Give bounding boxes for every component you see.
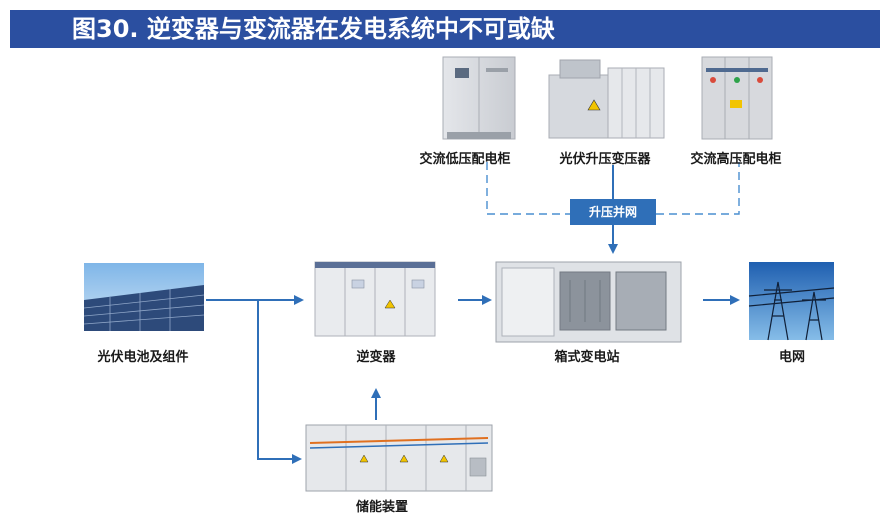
inverter-image [314,261,436,337]
box-substation-image [495,261,682,343]
page-title: 图30. 逆变器与变流器在发电系统中不可或缺 [72,15,555,43]
title-bar: 图30. 逆变器与变流器在发电系统中不可或缺 [10,10,880,48]
grid-label: 电网 [778,350,806,365]
box-substation-label: 箱式变电站 [554,350,620,365]
boost-grid-box: 升压并网 [570,199,656,225]
ac-low-voltage-cabinet-image [442,56,516,140]
energy-storage-label: 储能装置 [355,500,409,515]
pv-step-up-transformer-label: 光伏升压变压器 [559,152,651,167]
boost-grid-dashed-lines [486,162,740,215]
ac-high-voltage-cabinet-label: 交流高压配电柜 [690,152,782,167]
pv-module-label: 光伏电池及组件 [97,350,189,365]
pv-to-storage-arrow [257,300,302,464]
grid-image [748,262,835,341]
ac-low-voltage-cabinet-label: 交流低压配电柜 [419,152,511,167]
energy-storage-image [305,424,493,492]
ac-high-voltage-cabinet-image [701,56,773,140]
pv-module-image [83,263,205,331]
pv-step-up-transformer-image [548,59,665,139]
inverter-label: 逆变器 [356,350,396,365]
